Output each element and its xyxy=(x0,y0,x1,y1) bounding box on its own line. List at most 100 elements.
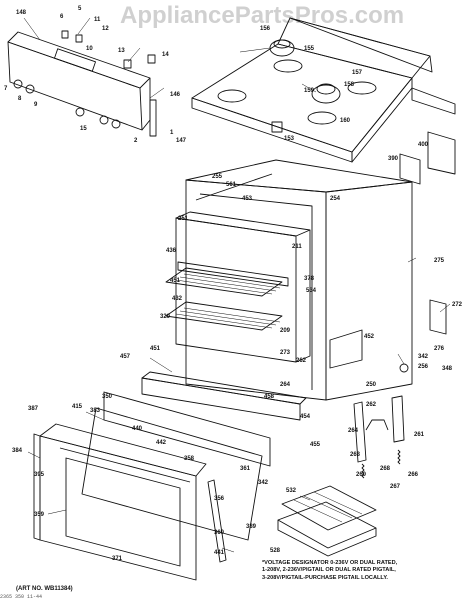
part-label: 454 xyxy=(300,414,311,420)
leader-lines xyxy=(23,17,451,553)
control-panel xyxy=(7,30,157,137)
part-label: 10 xyxy=(86,46,93,52)
part-label: 272 xyxy=(452,302,463,308)
part-label: 146 xyxy=(170,92,181,98)
part-label: 395 xyxy=(34,472,45,478)
part-label: 157 xyxy=(352,70,363,76)
part-label: 260 xyxy=(356,472,367,478)
part-label: 361 xyxy=(240,466,251,472)
voltage-note-line: 3-208V/PIGTAIL-PURCHASE PIGTAIL LOCALLY. xyxy=(262,574,388,581)
part-label: 532 xyxy=(286,488,297,494)
part-label: 211 xyxy=(292,244,302,250)
part-label: 451 xyxy=(170,278,181,284)
part-label: 378 xyxy=(304,276,315,282)
part-label: 415 xyxy=(72,404,83,410)
oven-cavity xyxy=(165,211,311,363)
watermark-text: AppliancePartsPros.com xyxy=(120,2,405,29)
part-label: 440 xyxy=(132,426,143,432)
part-label: 153 xyxy=(284,136,295,142)
part-label: 453 xyxy=(242,196,253,202)
part-label: 389 xyxy=(246,524,257,530)
part-label: 263 xyxy=(350,452,361,458)
part-label: 5 xyxy=(78,6,82,12)
part-label: 2 xyxy=(134,138,138,144)
part-label: 371 xyxy=(112,556,123,562)
part-label: 148 xyxy=(16,10,27,16)
part-label: 7 xyxy=(4,86,8,92)
part-label: 348 xyxy=(442,366,453,372)
part-label: 160 xyxy=(340,118,351,124)
part-label: 383 xyxy=(90,408,101,414)
part-label: 262 xyxy=(296,358,307,364)
part-label: 273 xyxy=(280,350,291,356)
part-label: 264 xyxy=(280,382,291,388)
part-label: 209 xyxy=(280,328,291,334)
cooktop xyxy=(191,17,433,163)
part-label: 12 xyxy=(102,26,109,32)
part-label: 451 xyxy=(150,346,161,352)
part-label: 13 xyxy=(118,48,125,54)
part-label: 159 xyxy=(304,88,315,94)
part-label: 436 xyxy=(166,248,177,254)
part-label: 360 xyxy=(214,530,225,536)
part-label: 275 xyxy=(434,258,445,264)
part-label: 528 xyxy=(270,548,281,554)
part-label: 452 xyxy=(364,334,375,340)
part-label: 387 xyxy=(28,406,39,412)
part-label: 320 xyxy=(160,314,171,320)
part-label: 255 xyxy=(212,174,223,180)
voltage-note-line: *VOLTAGE DESIGNATOR 0-236V OR DUAL RATED… xyxy=(262,560,398,566)
part-label: 11 xyxy=(94,17,101,23)
lower-panel xyxy=(141,371,307,421)
part-label: 262 xyxy=(366,402,377,408)
part-label: 455 xyxy=(310,442,321,448)
part-label: 267 xyxy=(390,484,401,490)
part-label: 15 xyxy=(80,126,87,132)
part-label: 457 xyxy=(120,354,131,360)
part-label: 384 xyxy=(12,448,23,454)
footer-code: 2365 350 11-44 xyxy=(0,594,43,600)
part-label: 400 xyxy=(418,142,429,148)
part-label: 359 xyxy=(34,512,45,518)
part-label: 390 xyxy=(388,156,399,162)
oven-door xyxy=(33,423,207,581)
range-body xyxy=(185,159,413,401)
part-label: 266 xyxy=(408,472,419,478)
part-label: 256 xyxy=(418,364,429,370)
part-label: 147 xyxy=(176,138,187,144)
part-label: 156 xyxy=(260,26,271,32)
part-label: 251 xyxy=(178,216,189,222)
voltage-note-line: 1-208V, 2-236V/PIGTAIL OR DUAL RATED PIG… xyxy=(262,567,396,574)
part-label: 261 xyxy=(414,432,425,438)
part-label: 14 xyxy=(162,52,169,58)
part-label: 342 xyxy=(258,480,269,486)
art-number: (ART NO. WB11384) xyxy=(16,586,73,592)
part-label: 358 xyxy=(184,456,195,462)
part-label: 356 xyxy=(214,496,225,502)
part-label: 1 xyxy=(170,130,174,136)
part-label: 268 xyxy=(380,466,391,472)
part-label: 158 xyxy=(344,82,355,88)
part-label: 534 xyxy=(306,288,317,294)
part-label: 250 xyxy=(366,382,377,388)
part-label: 350 xyxy=(102,394,113,400)
part-label: 432 xyxy=(172,296,183,302)
part-label: 254 xyxy=(330,196,341,202)
door-inner xyxy=(81,391,271,541)
part-label: 561 xyxy=(226,182,237,188)
part-number-labels: 148 5 11 12 10 13 14 6 7 8 9 15 2 1 146 … xyxy=(4,6,463,562)
part-label: 6 xyxy=(60,14,64,20)
part-label: 276 xyxy=(434,346,445,352)
part-label: 155 xyxy=(304,46,315,52)
broiler-pan xyxy=(277,485,377,557)
part-label: 441 xyxy=(214,550,225,556)
part-label: 342 xyxy=(418,354,429,360)
rear-bracket xyxy=(399,87,456,185)
part-label: 458 xyxy=(264,394,275,400)
part-label: 442 xyxy=(156,440,167,446)
part-label: 9 xyxy=(34,102,38,108)
part-label: 8 xyxy=(18,96,22,102)
voltage-note: *VOLTAGE DESIGNATOR 0-236V OR DUAL RATED… xyxy=(262,560,467,582)
part-label: 264 xyxy=(348,428,359,434)
